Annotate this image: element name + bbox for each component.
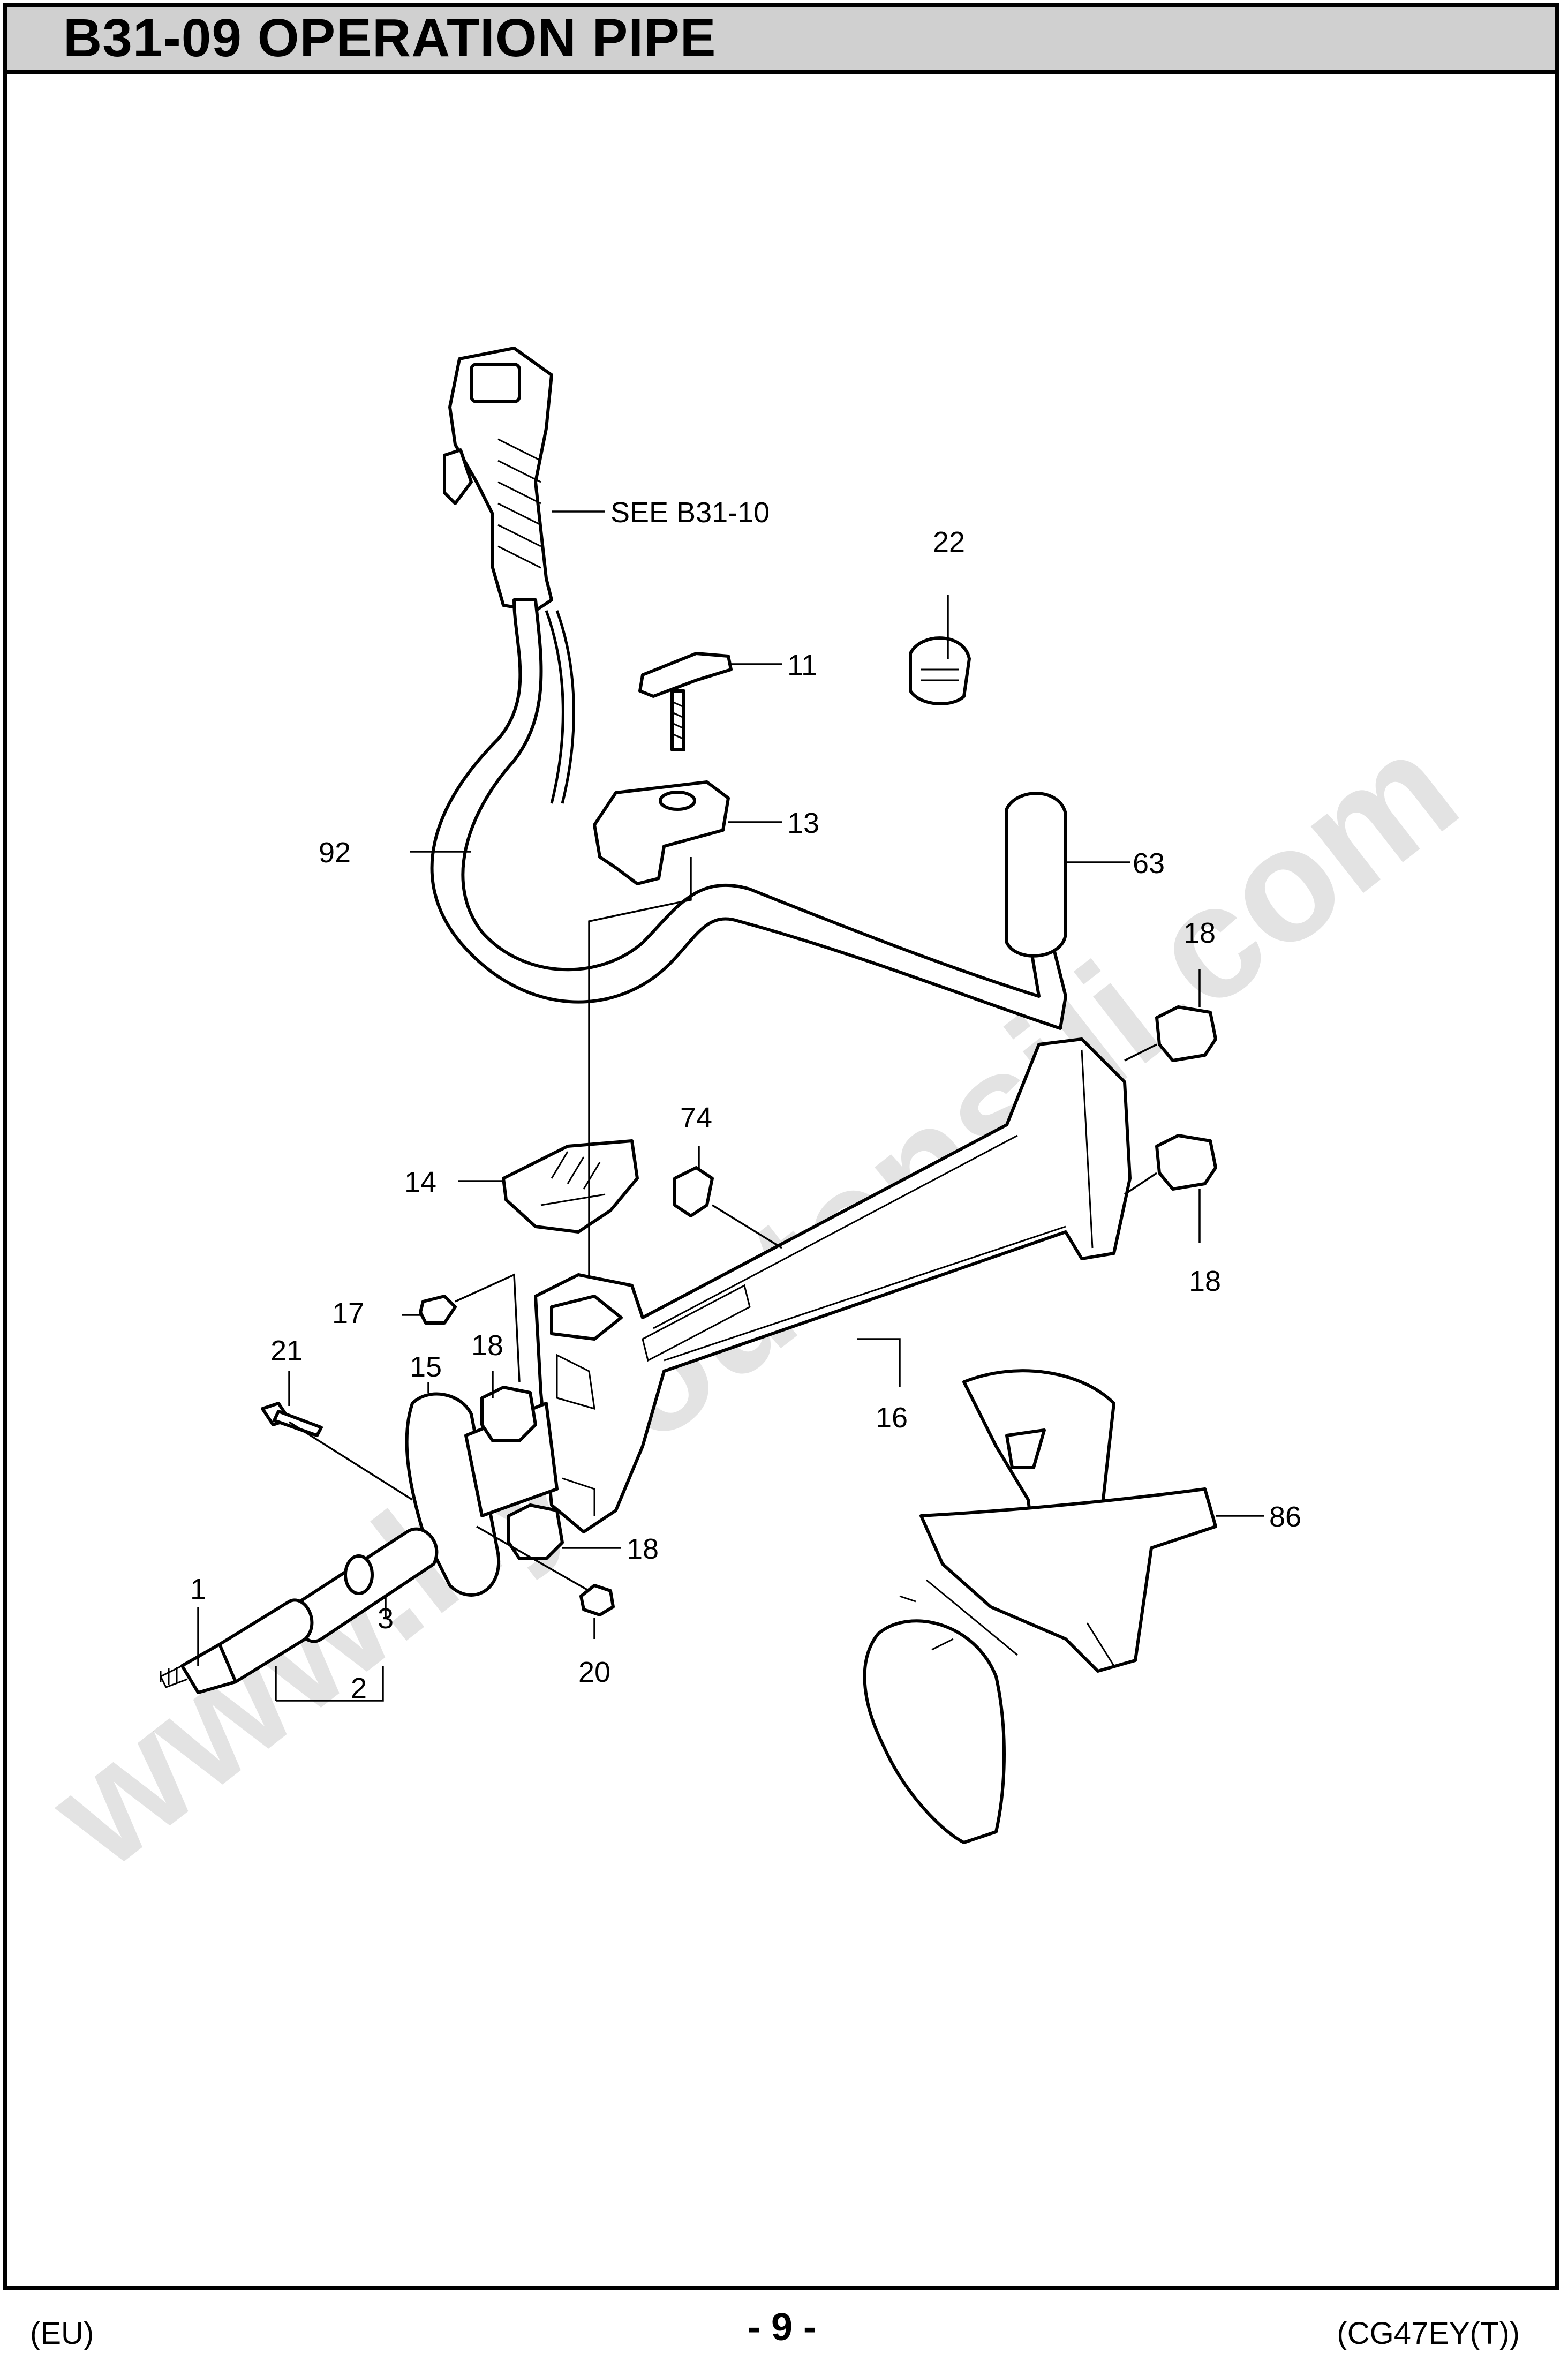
- leader-lines: [197, 510, 1264, 1702]
- grip-cable: [545, 610, 575, 804]
- clip-74: [673, 1166, 714, 1217]
- cushion-18-b: [1155, 1134, 1217, 1191]
- callout-11: 11: [787, 649, 817, 681]
- cushion-18-a: [1155, 1005, 1217, 1062]
- assembly-line: [588, 857, 692, 1285]
- callout-20: 20: [578, 1656, 610, 1688]
- callout-3: 3: [378, 1603, 394, 1635]
- wing-bolt-11: [638, 652, 733, 751]
- callout-13: 13: [787, 807, 819, 839]
- callout-92: 92: [319, 837, 351, 869]
- clamp-lower-14: [502, 1139, 639, 1234]
- page-number: - 9 -: [747, 2306, 816, 2349]
- nut-20: [579, 1584, 615, 1616]
- clamp-22: [909, 636, 971, 705]
- nut-17: [419, 1295, 457, 1325]
- callout-63: 63: [1133, 847, 1165, 879]
- callout-18-bottom: 18: [627, 1533, 659, 1565]
- callout-22: 22: [933, 526, 965, 558]
- rear-grip-63: [1005, 792, 1067, 958]
- bolt-21: [261, 1402, 323, 1437]
- shaft-assembly: [159, 1527, 439, 1694]
- harness-86: [863, 1369, 1217, 1844]
- bracket-mount-square: [550, 1295, 623, 1341]
- callout-17: 17: [332, 1297, 364, 1329]
- callout-18-right: 18: [1189, 1265, 1221, 1297]
- handle-bar-92: [430, 598, 1067, 1030]
- bracket-groove: [653, 1049, 1094, 1362]
- cushion-18-d: [507, 1503, 564, 1560]
- title-bar: B31-09 OPERATION PIPE: [7, 7, 1555, 74]
- callout-2: 2: [351, 1672, 367, 1704]
- callout-14: 14: [404, 1166, 436, 1198]
- callout-1: 1: [190, 1573, 206, 1605]
- clamp-upper-13: [593, 780, 730, 885]
- footer-model: (CG47EY(T)): [1337, 2316, 1520, 2351]
- callout-16: 16: [876, 1402, 908, 1434]
- callout-18-left: 18: [471, 1329, 503, 1362]
- bracket-16: [534, 1037, 1132, 1533]
- page-frame: B31-09 OPERATION PIPE: [3, 3, 1559, 2290]
- bracket-vents: [642, 1284, 751, 1362]
- footer-region: (EU): [30, 2316, 94, 2351]
- callout-labels: SEE B31-10 22 11 13 92 63 18 74 14 18 17…: [190, 497, 1301, 1704]
- page-title: B31-09 OPERATION PIPE: [63, 8, 717, 68]
- cushion-18-c: [480, 1386, 537, 1442]
- callout-15: 15: [410, 1351, 442, 1383]
- callout-21: 21: [270, 1335, 303, 1367]
- reference-label: SEE B31-10: [610, 497, 770, 529]
- callout-74: 74: [680, 1102, 712, 1134]
- callout-18-top: 18: [1183, 917, 1216, 949]
- exploded-parts-diagram: www.hycoutensili.com: [16, 347, 1489, 1904]
- callout-86: 86: [1269, 1501, 1301, 1533]
- throttle-grip: [443, 347, 553, 612]
